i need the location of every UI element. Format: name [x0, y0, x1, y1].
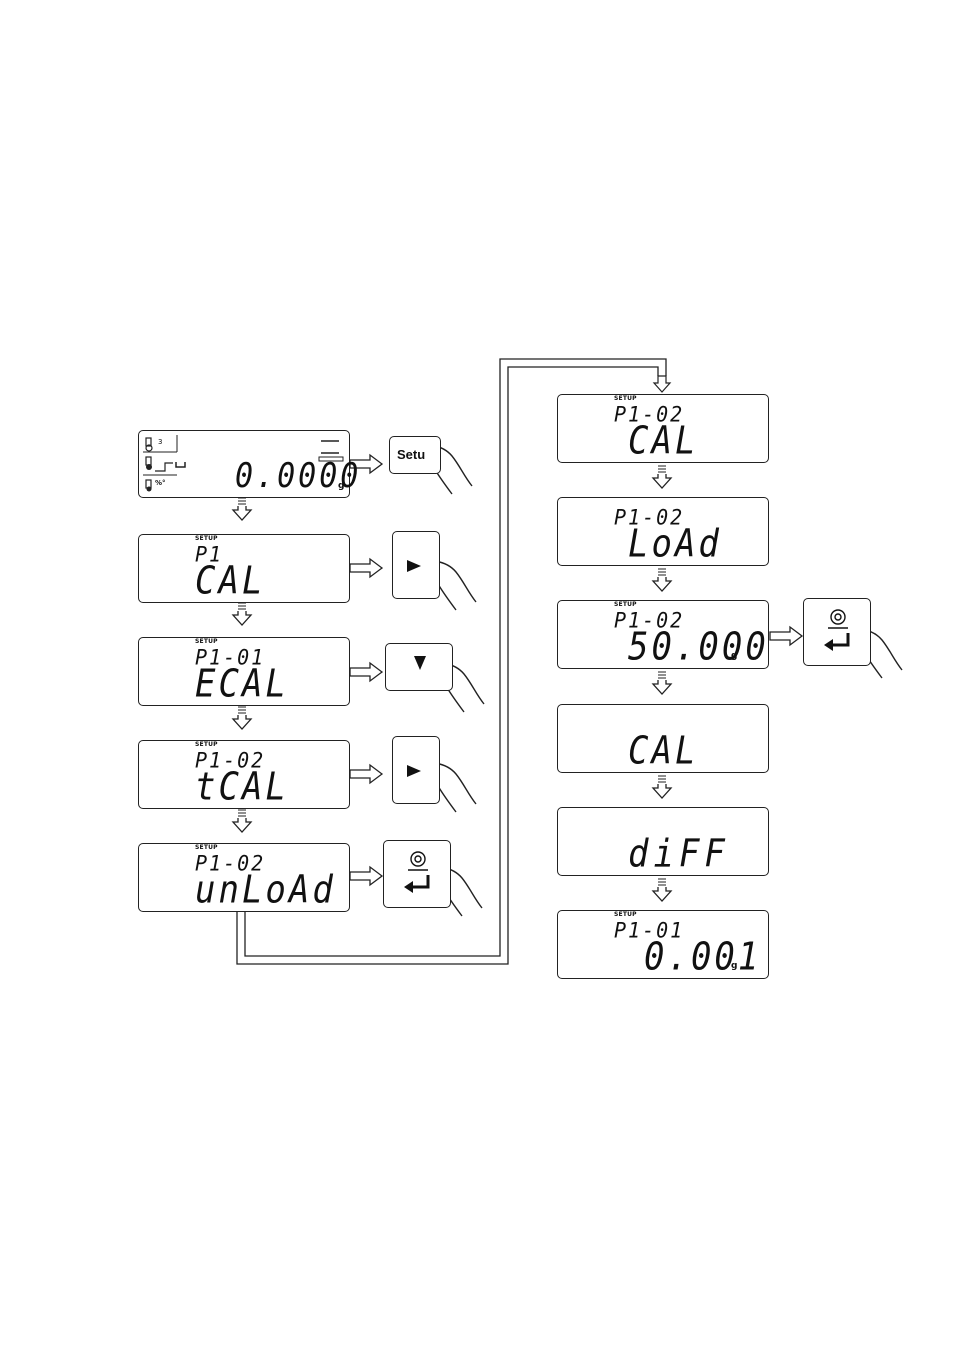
display-main-text: CAL	[628, 419, 698, 464]
display-main-text: 50.000	[628, 625, 769, 670]
right-triangle-icon	[407, 765, 421, 777]
display-p1-02-cal: SETUP P1-02 CAL	[557, 394, 769, 463]
display-main-text: CAL	[195, 559, 265, 604]
setup-key-label: Setu	[397, 447, 425, 462]
display-unit: g	[731, 651, 737, 661]
display-p1-02-tcal: SETUP P1-02 tCAL	[138, 740, 350, 809]
enter-icon	[822, 607, 862, 653]
down-arrow-key[interactable]	[385, 643, 453, 691]
display-p1-01-result: SETUP P1-01 0.001 g	[557, 910, 769, 979]
down-triangle-icon	[414, 656, 426, 670]
display-cal: CAL	[557, 704, 769, 773]
display-main-text: 0.001	[644, 935, 761, 980]
display-main-text: CAL	[628, 729, 698, 774]
right-arrow-key[interactable]	[392, 531, 440, 599]
enter-key-2[interactable]	[803, 598, 871, 666]
display-main-text: diFF	[628, 832, 730, 877]
display-unit: g	[731, 961, 737, 971]
display-main-text: ECAL	[195, 662, 289, 707]
display-p1-cal: SETUP P1 CAL	[138, 534, 350, 603]
right-triangle-icon	[407, 560, 421, 572]
percent-icon: %°	[155, 479, 166, 487]
display-weighing: 3 %° 0.0000 g	[138, 430, 350, 498]
stability-icon	[175, 461, 187, 469]
display-p1-02-load: P1-02 LoAd	[557, 497, 769, 566]
display-unit: g	[338, 481, 344, 491]
display-main-text: LoAd	[628, 522, 722, 567]
right-arrow-key-2[interactable]	[392, 736, 440, 804]
display-main-text: tCAL	[195, 765, 289, 810]
display-p1-01-ecal: SETUP P1-01 ECAL	[138, 637, 350, 706]
display-main-text: unLoAd	[195, 868, 336, 913]
enter-icon	[402, 849, 442, 895]
enter-key[interactable]	[383, 840, 451, 908]
setup-key[interactable]: Setu	[389, 436, 441, 474]
display-diff: diFF	[557, 807, 769, 876]
display-p1-02-mass: SETUP P1-02 50.000 g	[557, 600, 769, 669]
display-p1-02-unload: SETUP P1-02 unLoAd	[138, 843, 350, 912]
status-icon-count: 3	[158, 438, 162, 446]
